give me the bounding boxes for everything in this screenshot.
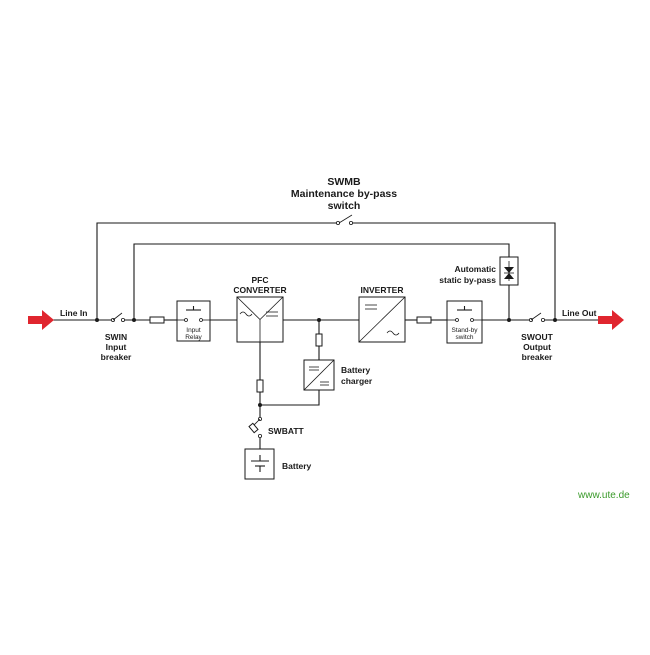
charger-branch [260, 320, 335, 406]
swin-label-3: breaker [101, 352, 132, 362]
battery-branch [256, 342, 264, 418]
input-relay-label-2: Relay [185, 334, 202, 341]
watermark-url: www.ute.de [577, 490, 630, 501]
swin-switch-icon [95, 312, 136, 322]
fuse-icon-2 [416, 316, 432, 324]
static-bypass-box [499, 256, 519, 286]
line-out-label: Line Out [562, 308, 597, 318]
swbatt-switch-icon [248, 416, 262, 449]
line-out-arrow-icon [598, 310, 624, 330]
ac-wave-icon-2 [386, 330, 400, 336]
input-relay-label: Input [186, 327, 201, 334]
static-bypass-line [133, 243, 510, 320]
fuse-icon [149, 316, 165, 324]
line-in-label: Line In [60, 308, 87, 318]
inverter-label: INVERTER [361, 285, 404, 295]
pfc-label: PFC [252, 275, 269, 285]
battery-charger-label-2: charger [341, 376, 373, 386]
swmb-subtitle: Maintenance by-pass [291, 188, 397, 200]
standby-label: Stand-by [451, 327, 478, 334]
swin-label-2: Input [106, 342, 127, 352]
maintenance-bypass-line [96, 222, 556, 320]
thyristor-icon [504, 273, 514, 279]
battery-label: Battery [282, 461, 312, 471]
fuse-icon-3 [315, 333, 323, 347]
bypass-junction-node [507, 318, 511, 322]
inverter-box [358, 296, 406, 343]
swout-label-2: Output [523, 342, 551, 352]
swout-label: SWOUT [521, 332, 553, 342]
swout-label-3: breaker [522, 352, 553, 362]
battery-charger-label: Battery [341, 365, 371, 375]
swmb-title: SWMB [327, 176, 361, 188]
line-in-arrow-icon [28, 310, 54, 330]
battery-box [244, 448, 275, 480]
auto-bypass-label: Automatic [454, 264, 496, 274]
standby-label-2: switch [455, 334, 473, 341]
swmb-subtitle-2: switch [328, 200, 361, 212]
auto-bypass-label-2: static by-pass [439, 275, 496, 285]
swout-switch-icon [529, 312, 557, 322]
swmb-switch-icon [335, 214, 353, 225]
pfc-converter-box [236, 296, 284, 343]
fuse-icon-4 [256, 379, 264, 393]
ac-wave-icon [239, 311, 253, 317]
standby-switch-box [446, 300, 483, 344]
swin-label: SWIN [105, 332, 127, 342]
pfc-label-2: CONVERTER [233, 285, 286, 295]
swbatt-label: SWBATT [268, 426, 305, 436]
input-relay-box [176, 300, 211, 342]
